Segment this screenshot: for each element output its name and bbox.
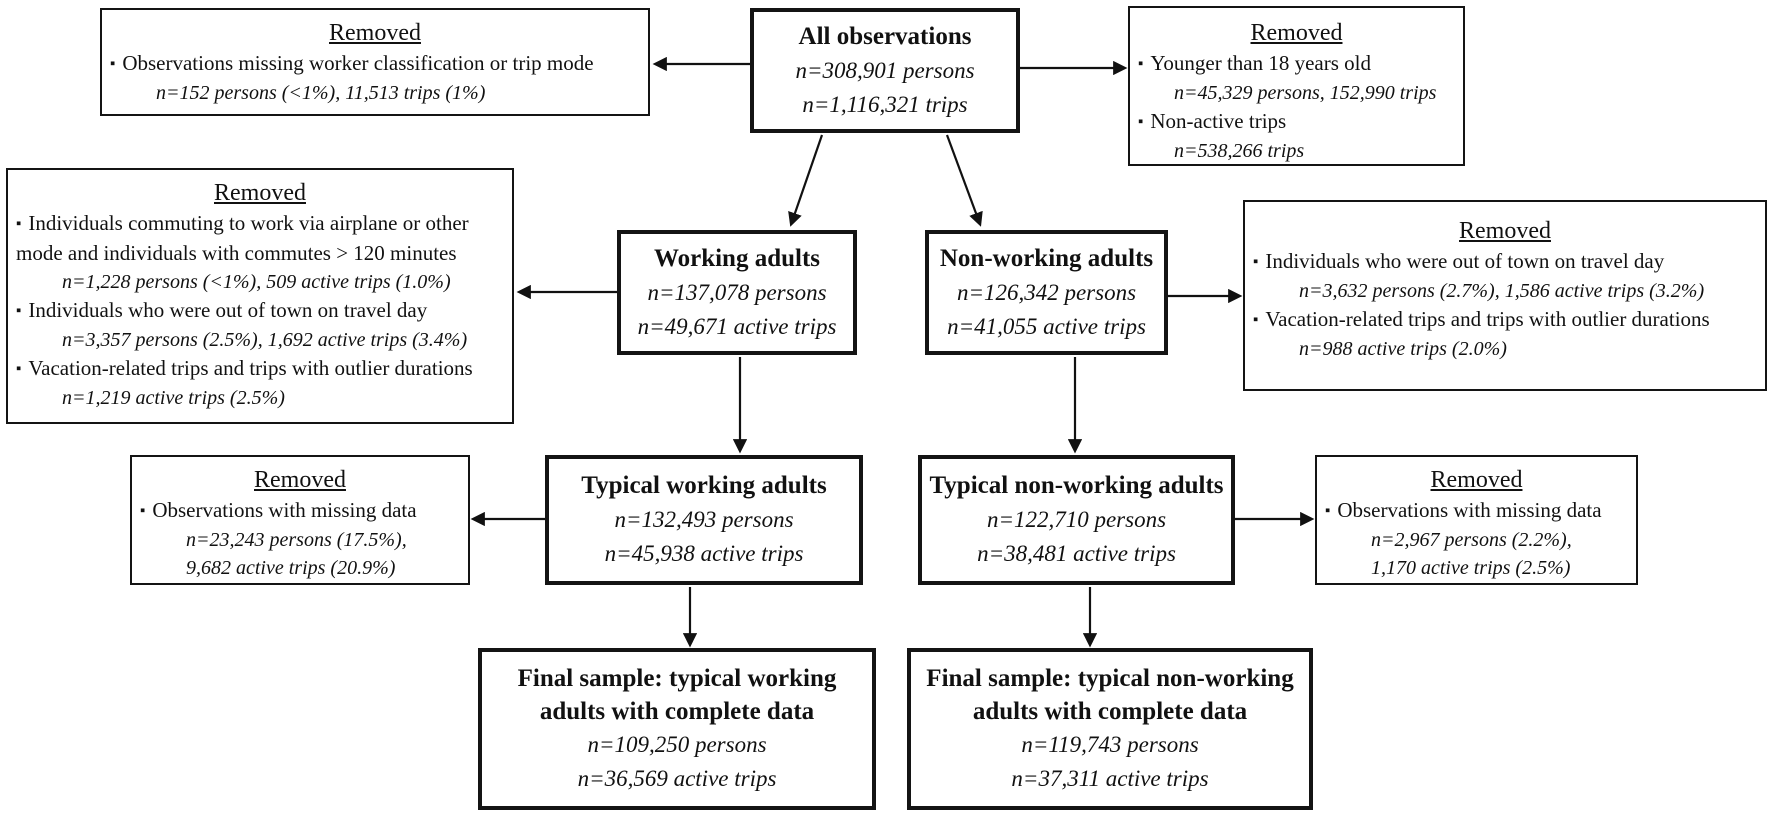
removed-item-text: Individuals commuting to work via airpla… [16, 211, 469, 265]
persons-count: n=308,901 persons [795, 57, 975, 83]
persons-count: n=109,250 persons [587, 732, 767, 757]
trips-count: n=36,569 active trips [577, 766, 777, 791]
box-title: Non-working adults [939, 244, 1154, 272]
trips-count: n=1,116,321 trips [802, 91, 968, 117]
removed-item-text: Individuals who were out of town on trav… [1265, 249, 1665, 273]
removed-title: Removed [1250, 20, 1343, 46]
final-sample-working-box: Final sample: typical working adults wit… [478, 648, 876, 810]
removed-item-text: Vacation-related trips and trips with ou… [28, 356, 473, 380]
persons-count: n=122,710 persons [986, 507, 1167, 532]
removed-box-mid-left: Removed ▪Individuals commuting to work v… [6, 168, 514, 424]
removed-box-top-right: Removed ▪ Younger than 18 years old n=45,… [1128, 6, 1465, 166]
removed-item: ▪Individuals commuting to work via airpl… [16, 209, 504, 268]
removed-title: Removed [1459, 218, 1551, 244]
removed-item-text: Younger than 18 years old [1150, 51, 1372, 75]
removed-item-stat: n=1,228 persons (<1%), 509 active trips … [62, 271, 451, 293]
trips-count: n=38,481 active trips [977, 541, 1176, 566]
arrow-all-to-non-working [945, 134, 983, 227]
removed-item-text: Observations with missing data [152, 498, 417, 522]
removed-title: Removed [1430, 467, 1523, 493]
removed-item-stat: 1,170 active trips (2.5%) [1371, 557, 1571, 579]
removed-item-stat: n=538,266 trips [1174, 140, 1305, 162]
removed-item-text: Vacation-related trips and trips with ou… [1265, 307, 1710, 331]
removed-item-stat: n=988 active trips (2.0%) [1299, 338, 1507, 360]
box-title: Working adults [653, 244, 821, 272]
removed-title: Removed [329, 20, 421, 46]
removed-item-text: Individuals who were out of town on trav… [28, 298, 428, 322]
bullet-icon: ▪ [1253, 312, 1259, 328]
bullet-icon: ▪ [110, 56, 116, 72]
bullet-icon: ▪ [16, 361, 22, 377]
bullet-icon: ▪ [140, 503, 146, 519]
trips-count: n=37,311 active trips [1011, 766, 1209, 791]
arrow-all-to-working [788, 134, 824, 227]
removed-item: ▪ Non-active trips [1138, 107, 1455, 137]
trips-count: n=45,938 active trips [604, 541, 804, 566]
removed-item: ▪ Observations missing worker classificat… [110, 49, 640, 79]
removed-item: ▪ Younger than 18 years old [1138, 49, 1455, 79]
removed-item: ▪ Vacation-related trips and trips with o… [1253, 305, 1757, 335]
non-working-adults-box: Non-working adults n=126,342 persons n=4… [925, 230, 1168, 355]
removed-item-text: Observations with missing data [1337, 498, 1602, 522]
removed-item-stat: n=152 persons (<1%), 11,513 trips (1%) [156, 82, 486, 104]
box-title: Final sample: typical non-working adults… [926, 665, 1294, 725]
typical-working-adults-box: Typical working adults n=132,493 persons… [545, 455, 863, 585]
removed-box-top-left: Removed ▪ Observations missing worker cla… [100, 8, 650, 116]
removed-item-stat: n=23,243 persons (17.5%), [186, 529, 407, 551]
removed-item: ▪ Observations with missing data [1325, 496, 1628, 526]
removed-item: ▪ Observations with missing data [140, 496, 460, 526]
box-title: Final sample: typical working adults wit… [517, 665, 837, 725]
working-adults-box: Working adults n=137,078 persons n=49,67… [617, 230, 857, 355]
removed-item-text: Non-active trips [1150, 109, 1287, 133]
removed-box-mid-right: Removed ▪ Individuals who were out of tow… [1243, 200, 1767, 391]
removed-item-stat: n=45,329 persons, 152,990 trips [1174, 82, 1437, 104]
bullet-icon: ▪ [16, 303, 22, 319]
removed-item: ▪ Individuals who were out of town on tra… [1253, 247, 1757, 277]
persons-count: n=126,342 persons [956, 279, 1137, 305]
bullet-icon: ▪ [1138, 56, 1144, 72]
final-sample-non-working-box: Final sample: typical non-working adults… [907, 648, 1313, 810]
all-observations-box: All observations n=308,901 persons n=1,1… [750, 8, 1020, 133]
persons-count: n=132,493 persons [614, 507, 794, 532]
box-title: Typical non-working adults [929, 472, 1224, 499]
removed-box-bottom-left: Removed ▪Observations with missing data … [130, 455, 470, 585]
removed-item-stat: 9,682 active trips (20.9%) [186, 557, 396, 579]
bullet-icon: ▪ [1138, 114, 1144, 130]
bullet-icon: ▪ [1325, 503, 1331, 519]
removed-item: ▪ Vacation-related trips and trips with o… [16, 354, 504, 384]
trips-count: n=49,671 active trips [637, 313, 837, 339]
box-title: All observations [798, 22, 972, 50]
persons-count: n=119,743 persons [1021, 732, 1199, 757]
typical-non-working-adults-box: Typical non-working adults n=122,710 per… [918, 455, 1235, 585]
removed-item-stat: n=2,967 persons (2.2%), [1371, 529, 1572, 551]
removed-item-stat: n=3,632 persons (2.7%), 1,586 active tri… [1299, 280, 1705, 302]
box-title: Typical working adults [581, 472, 827, 499]
removed-item-stat: n=1,219 active trips (2.5%) [62, 387, 285, 409]
removed-item: ▪ Individuals who were out of town on tra… [16, 296, 504, 326]
removed-item-text: Observations missing worker classificati… [122, 51, 594, 75]
persons-count: n=137,078 persons [647, 279, 827, 305]
removed-item-stat: n=3,357 persons (2.5%), 1,692 active tri… [62, 329, 468, 351]
bullet-icon: ▪ [1253, 254, 1259, 270]
removed-title: Removed [254, 467, 346, 493]
trips-count: n=41,055 active trips [947, 313, 1146, 339]
removed-title: Removed [214, 180, 306, 206]
removed-box-bottom-right: Removed ▪Observations with missing data … [1315, 455, 1638, 585]
bullet-icon: ▪ [16, 216, 22, 232]
